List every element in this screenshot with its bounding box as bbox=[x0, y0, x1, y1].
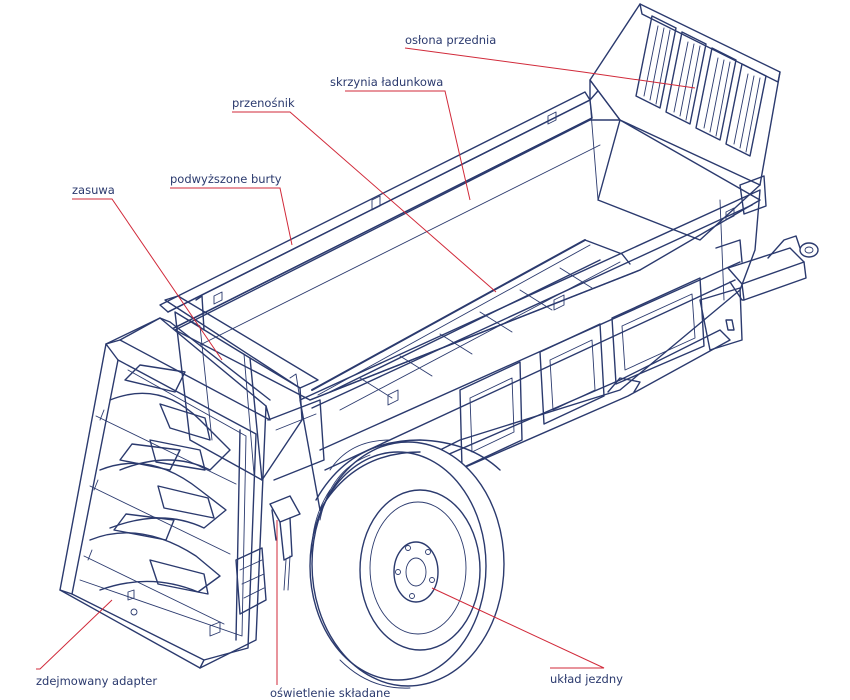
leader-skrzynia-ladunkowa bbox=[345, 90, 471, 201]
label-oswietlenie-skladane: oświetlenie składane bbox=[270, 686, 391, 700]
gate bbox=[164, 295, 325, 481]
label-uklad-jezdny: układ jezdny bbox=[550, 672, 623, 686]
leader-zasuwa bbox=[72, 198, 223, 361]
leader-oslona-przednia bbox=[404, 47, 696, 89]
leader-lines bbox=[36, 47, 696, 685]
drawbar bbox=[699, 235, 819, 351]
leader-przenosnik bbox=[232, 111, 497, 293]
label-oslona-przednia: osłona przednia bbox=[405, 33, 497, 47]
label-zdejmowany-adapter: zdejmowany adapter bbox=[36, 674, 158, 688]
rear-frame bbox=[59, 317, 271, 669]
leader-zdejmowany-adapter bbox=[36, 599, 113, 670]
leader-uklad-jezdny bbox=[431, 587, 605, 669]
front-shield bbox=[589, 3, 781, 241]
leader-podwyzszone-burty bbox=[170, 187, 293, 246]
folding-lights bbox=[269, 495, 301, 591]
label-zasuwa: zasuwa bbox=[72, 183, 115, 197]
load-box bbox=[174, 119, 761, 411]
wheel bbox=[309, 439, 505, 689]
label-skrzynia-ladunkowa: skrzynia ładunkowa bbox=[330, 75, 444, 89]
label-przenosnik: przenośnik bbox=[232, 96, 295, 110]
label-podwyzszone-burty: podwyższone burty bbox=[170, 172, 282, 186]
